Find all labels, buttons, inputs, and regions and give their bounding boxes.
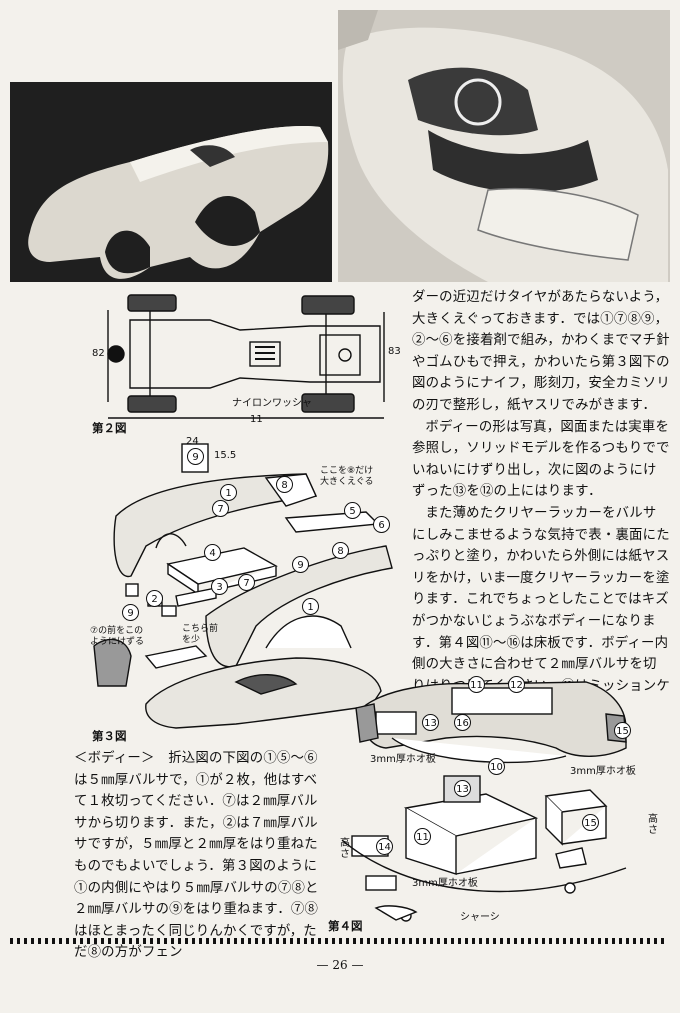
fig4-label-chassis: シャーシ (460, 912, 500, 923)
figure-4-floor-diagram: 11 12 13 16 15 10 11 14 13 15 14 3mm厚ホオ板… (326, 668, 672, 933)
right-column-text: ダーの近辺だけタイヤがあたらないよう，大きくえぐっておきます．では①⑦⑧⑨，②～… (412, 287, 670, 719)
fig3-dim-top: 24 (186, 436, 199, 447)
body-shell-photo (10, 82, 332, 282)
fig4-label-balsa-left: 3mm厚ホオ板 (370, 754, 436, 765)
fig3-part-9b: 9 (292, 556, 309, 573)
page-border-rule (10, 938, 668, 944)
fig4-label-height-right: 高さ (648, 814, 658, 836)
fig3-caption: 第３図 (92, 729, 127, 743)
left-paragraph-1: ＜ボディー＞ 折込図の下図の①⑤～⑥は５㎜厚バルサで，①が２枚，他はすべて１枚切… (74, 751, 319, 961)
fig4-label-balsa-right: 3mm厚ホオ板 (570, 766, 636, 777)
fig4-part-16: 16 (454, 714, 471, 731)
fig2-dim-right: 83 (388, 346, 401, 357)
fig3-part-5: 5 (344, 502, 361, 519)
fig3-part-9a: 9 (187, 448, 204, 465)
fig4-part-14a: 14 (376, 838, 393, 855)
fig3-part-9c: 9 (122, 604, 139, 621)
fig2-dim-left: 82 (92, 348, 105, 359)
fig3-part-7a: 7 (212, 500, 229, 517)
fig3-part-1b: 1 (302, 598, 319, 615)
fig4-label-height-left: 高さ (340, 838, 350, 860)
fig3-part-2: 2 (146, 590, 163, 607)
right-paragraph-2: ボディーの形は写真，図面または実車を参照し，ソリッドモデルを作るつもりででいねい… (412, 419, 670, 500)
fig2-nylon-washer-label: ナイロンワッシャ (232, 398, 312, 409)
fig4-part-12: 12 (508, 676, 525, 693)
fig4-label-balsa-bottom: 3mm厚ホオ板 (412, 878, 478, 889)
fig3-part-4: 4 (204, 544, 221, 561)
left-column-text: ＜ボディー＞ 折込図の下図の①⑤～⑥は５㎜厚バルサで，①が２枚，他はすべて１枚切… (74, 748, 324, 964)
fig3-note-here: ここを⑧だけ大きくえぐる (320, 466, 374, 487)
body-interior-photo (338, 10, 670, 282)
fig3-note-this: こちら前を少 (182, 624, 219, 645)
fig4-part-15b: 15 (582, 814, 599, 831)
fig4-part-15a: 15 (614, 722, 631, 739)
fig3-part-8b: 8 (332, 542, 349, 559)
figure-3-body-exploded-diagram: 24 15.5 ここを⑧だけ大きくえぐる ⑦の前をこのようにけずる こちら前を少… (86, 436, 406, 736)
fig4-part-11b: 11 (414, 828, 431, 845)
fig4-part-13b: 13 (454, 780, 471, 797)
fig3-note-round: ⑦の前をこのようにけずる (90, 626, 145, 647)
fig3-part-8a: 8 (276, 476, 293, 493)
fig4-part-11a: 11 (468, 676, 485, 693)
fig4-part-13a: 13 (422, 714, 439, 731)
figure-2-chassis-diagram: ナイロンワッシャ 82 83 11 (90, 290, 402, 428)
page-number: — 26 — (316, 958, 364, 972)
fig3-part-6: 6 (373, 516, 390, 533)
fig3-dim-side: 15.5 (214, 450, 237, 461)
fig2-caption: 第２図 (92, 421, 127, 435)
fig3-part-1a: 1 (220, 484, 237, 501)
fig4-caption: 第４図 (328, 919, 363, 933)
fig4-part-10: 10 (488, 758, 505, 775)
right-paragraph-1: ダーの近辺だけタイヤがあたらないよう，大きくえぐっておきます．では①⑦⑧⑨，②～… (412, 290, 670, 413)
fig3-part-3: 3 (211, 578, 228, 595)
fig2-dim-bottom: 11 (250, 414, 263, 425)
fig3-part-7b: 7 (238, 574, 255, 591)
